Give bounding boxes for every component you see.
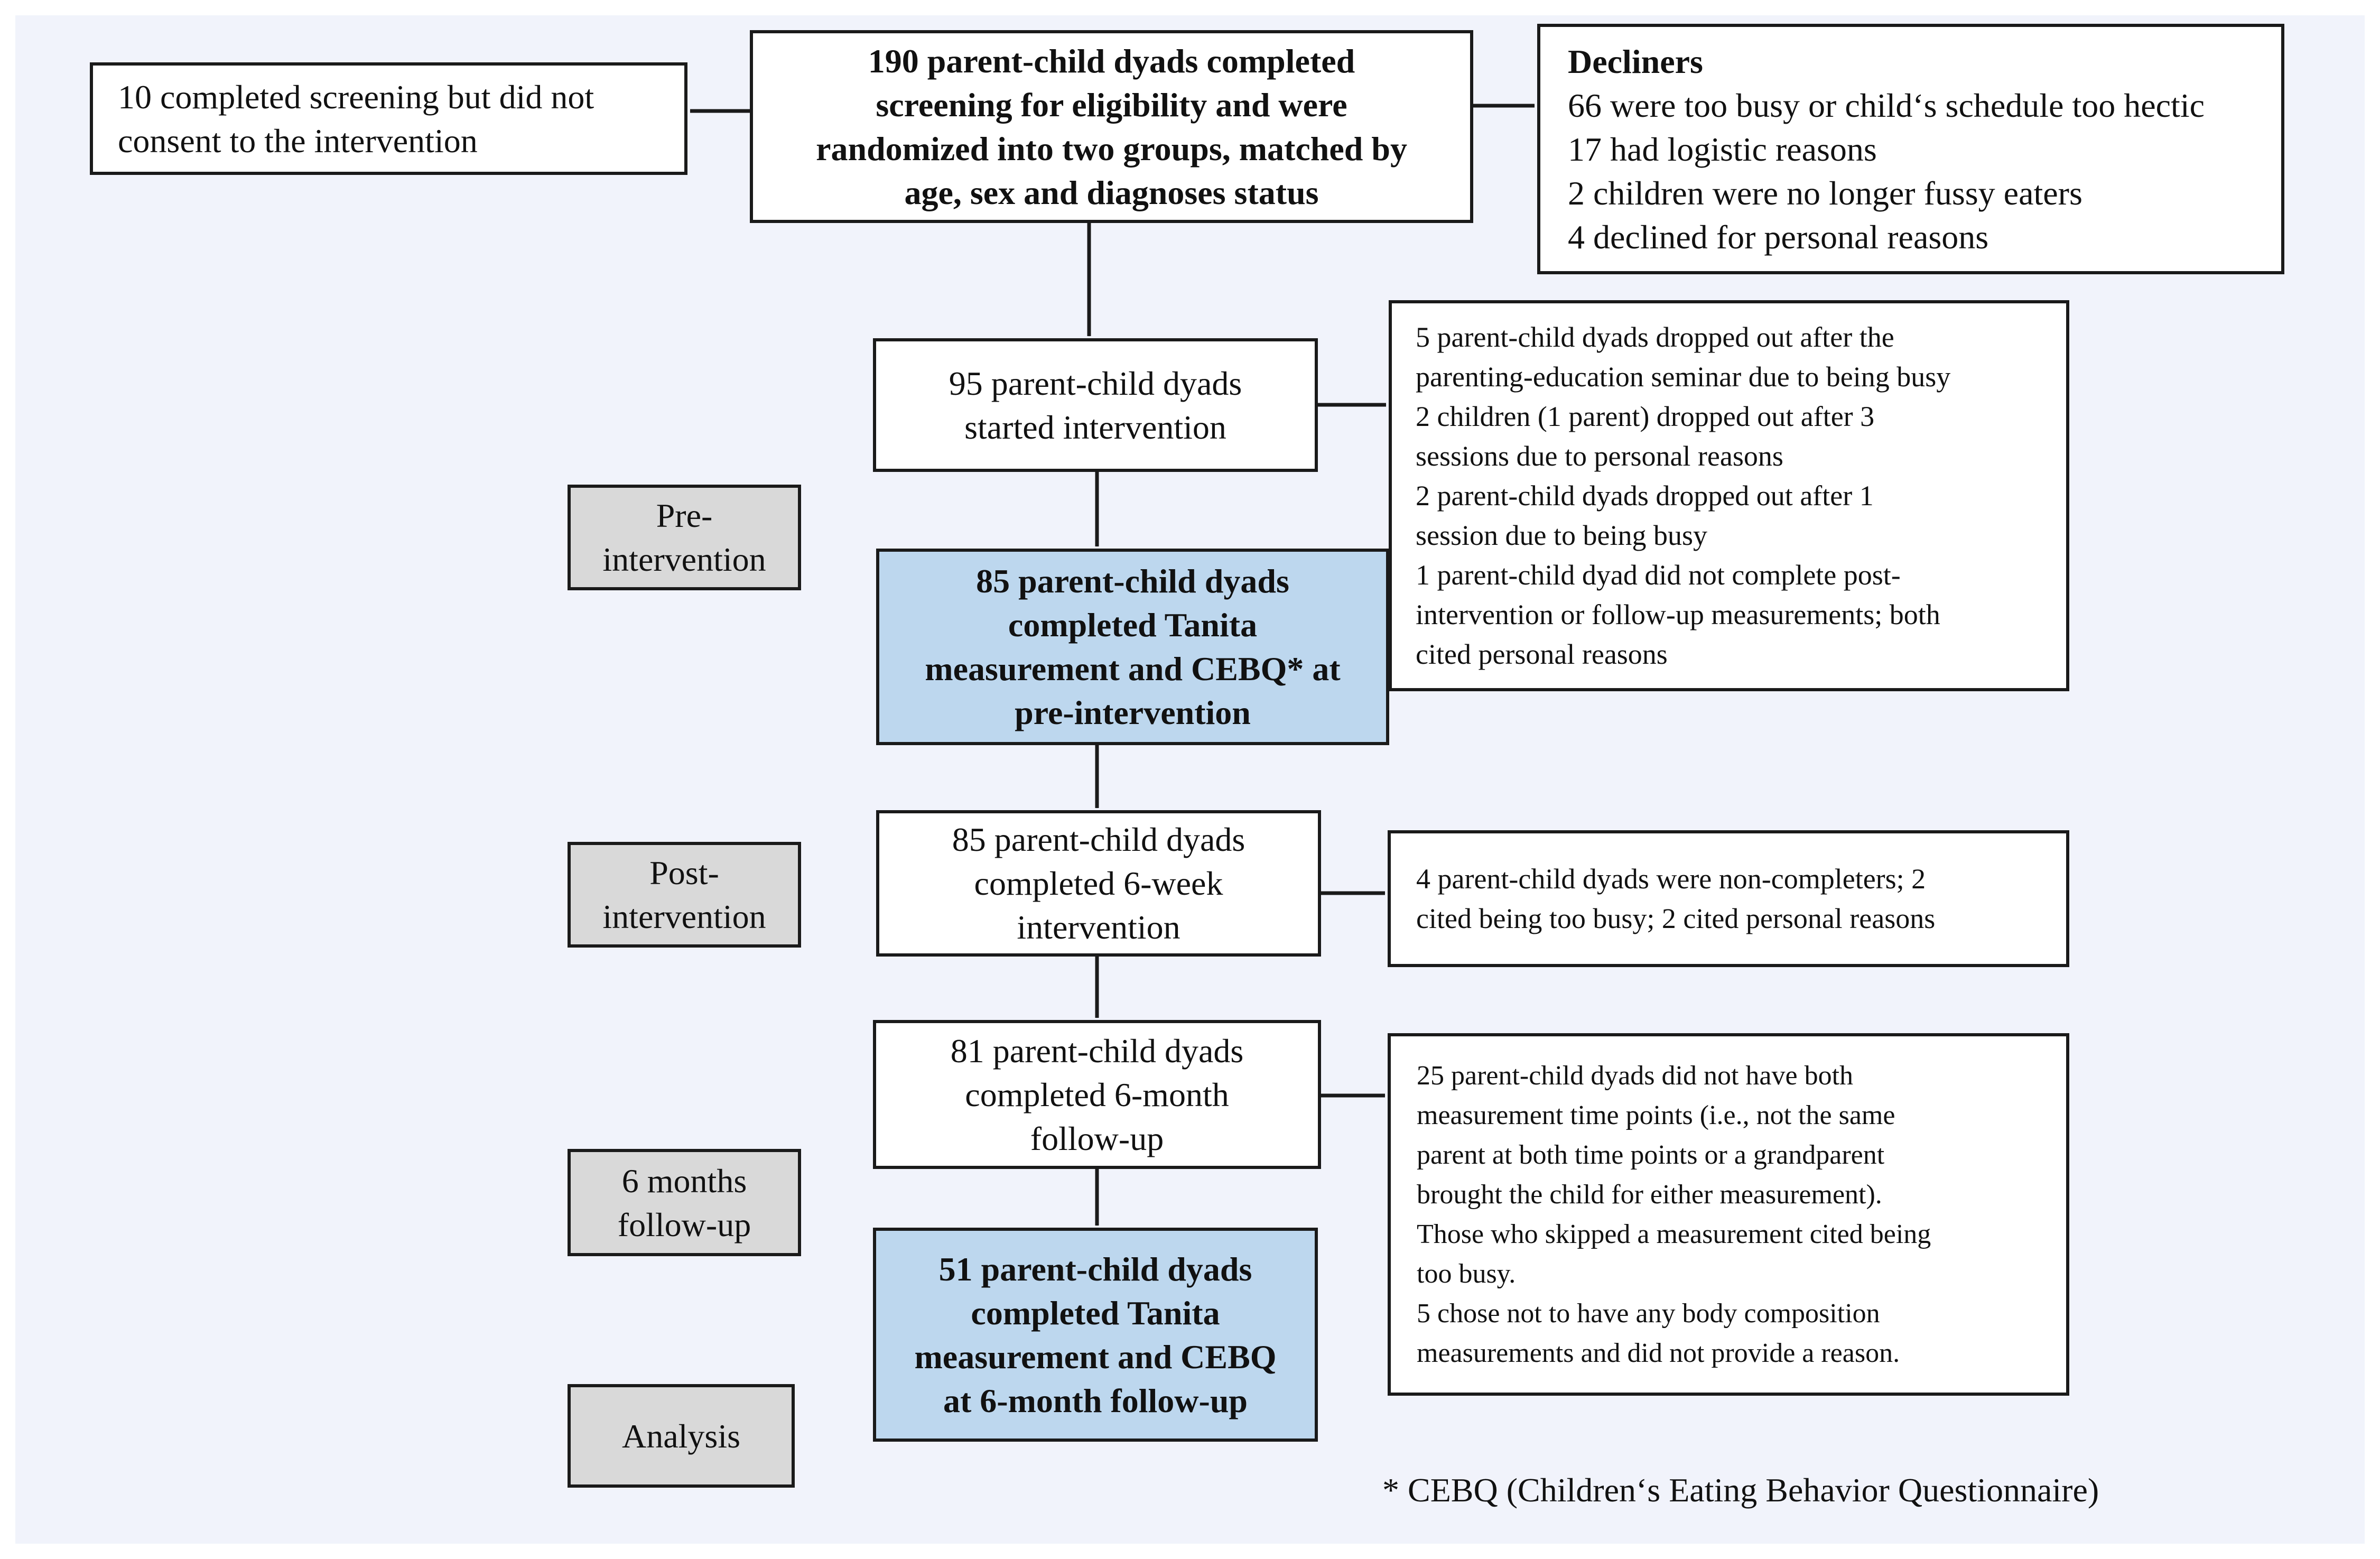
followup-line-1: 81 parent-child dyads [950, 1032, 1244, 1070]
followup-line-2: completed 6-month [965, 1075, 1229, 1113]
dropouts3-line-8: measurements and did not provide a reaso… [1417, 1338, 1900, 1368]
six-month-followup-box: 81 parent-child dyads completed 6-month … [873, 1020, 1321, 1169]
stage-post-line-2: intervention [602, 898, 766, 935]
dropouts1-line-9: cited personal reasons [1416, 638, 1668, 670]
followup-measure-line-2: completed Tanita [971, 1294, 1220, 1332]
no-consent-box: 10 completed screening but did not conse… [90, 62, 687, 175]
six-week-line-2: completed 6-week [974, 865, 1223, 902]
dropouts2-line-2: cited being too busy; 2 cited personal r… [1416, 902, 1936, 934]
dropouts3-line-6: too busy. [1417, 1259, 1516, 1289]
dropouts3-line-5: Those who skipped a measurement cited be… [1417, 1219, 1931, 1249]
decliners-box: Decliners 66 were too busy or child‘s sc… [1537, 24, 2284, 274]
stage-analysis-line-1: Analysis [622, 1417, 740, 1455]
dropouts1-line-7: 1 parent-child dyad did not complete pos… [1416, 559, 1901, 591]
dropouts1-line-6: session due to being busy [1416, 519, 1707, 551]
followup-measure-line-1: 51 parent-child dyads [938, 1250, 1252, 1288]
started-intervention-box: 95 parent-child dyads started interventi… [873, 338, 1318, 472]
dropouts1-line-5: 2 parent-child dyads dropped out after 1 [1416, 479, 1874, 512]
decliners-line-3: 2 children were no longer fussy eaters [1568, 174, 2082, 212]
decliners-line-4: 4 declined for personal reasons [1568, 218, 1989, 256]
started-line-1: 95 parent-child dyads [949, 364, 1242, 402]
stage-six-months-line-2: follow-up [617, 1205, 751, 1244]
missing-measurements-box: 25 parent-child dyads did not have both … [1388, 1033, 2069, 1396]
pre-intervention-measurement-box: 85 parent-child dyads completed Tanita m… [876, 549, 1389, 745]
decliners-title: Decliners [1568, 42, 1703, 80]
screening-line-3: randomized into two groups, matched by [816, 129, 1407, 168]
dropouts1-line-4: sessions due to personal reasons [1416, 440, 1783, 472]
pre-measure-line-2: completed Tanita [1008, 606, 1258, 644]
screening-randomized-box: 190 parent-child dyads completed screeni… [750, 30, 1473, 223]
followup-line-3: follow-up [1030, 1119, 1164, 1157]
stage-pre-line-2: intervention [602, 541, 766, 578]
dropouts1-line-2: parenting-education seminar due to being… [1416, 360, 1951, 393]
started-line-2: started intervention [964, 408, 1226, 446]
pre-measure-line-1: 85 parent-child dyads [976, 562, 1289, 600]
dropouts2-line-1: 4 parent-child dyads were non-completers… [1416, 862, 1926, 895]
dropouts3-line-1: 25 parent-child dyads did not have both [1417, 1061, 1854, 1091]
dropouts-during-intervention-box: 5 parent-child dyads dropped out after t… [1389, 300, 2069, 691]
stage-label-6-months-followup: 6 months follow-up [568, 1149, 801, 1256]
cebq-footnote: * CEBQ (Children‘s Eating Behavior Quest… [1382, 1471, 2099, 1509]
no-consent-line-1: 10 completed screening but did not [118, 78, 594, 116]
followup-measure-line-3: measurement and CEBQ [914, 1338, 1277, 1376]
completed-6-week-box: 85 parent-child dyads completed 6-week i… [876, 810, 1321, 957]
non-completers-box: 4 parent-child dyads were non-completers… [1388, 830, 2069, 967]
screening-line-2: screening for eligibility and were [876, 86, 1347, 124]
no-consent-line-2: consent to the intervention [118, 122, 478, 160]
dropouts3-line-3: parent at both time points or a grandpar… [1417, 1140, 1885, 1170]
stage-label-post-intervention: Post- intervention [568, 842, 801, 948]
stage-six-months-line-1: 6 months [621, 1162, 747, 1200]
dropouts3-line-4: brought the child for either measurement… [1417, 1180, 1882, 1210]
decliners-line-1: 66 were too busy or child‘s schedule too… [1568, 86, 2205, 124]
followup-measurement-box: 51 parent-child dyads completed Tanita m… [873, 1228, 1318, 1442]
stage-pre-line-1: Pre- [656, 497, 713, 534]
screening-line-1: 190 parent-child dyads completed [868, 42, 1355, 80]
decliners-line-2: 17 had logistic reasons [1568, 130, 1877, 168]
pre-measure-line-4: pre-intervention [1015, 694, 1251, 731]
screening-line-4: age, sex and diagnoses status [904, 173, 1319, 211]
dropouts3-line-2: measurement time points (i.e., not the s… [1417, 1100, 1895, 1130]
dropouts1-line-3: 2 children (1 parent) dropped out after … [1416, 400, 1875, 432]
dropouts1-line-1: 5 parent-child dyads dropped out after t… [1416, 321, 1894, 353]
stage-post-line-1: Post- [649, 854, 719, 892]
dropouts1-line-8: intervention or follow-up measurements; … [1416, 598, 1940, 630]
followup-measure-line-4: at 6-month follow-up [943, 1381, 1248, 1419]
stage-label-pre-intervention: Pre- intervention [568, 485, 801, 590]
six-week-line-3: intervention [1017, 908, 1180, 946]
six-week-line-1: 85 parent-child dyads [952, 821, 1245, 858]
pre-measure-line-3: measurement and CEBQ* at [925, 650, 1341, 688]
dropouts3-line-7: 5 chose not to have any body composition [1417, 1298, 1880, 1329]
stage-label-analysis: Analysis [568, 1384, 795, 1488]
